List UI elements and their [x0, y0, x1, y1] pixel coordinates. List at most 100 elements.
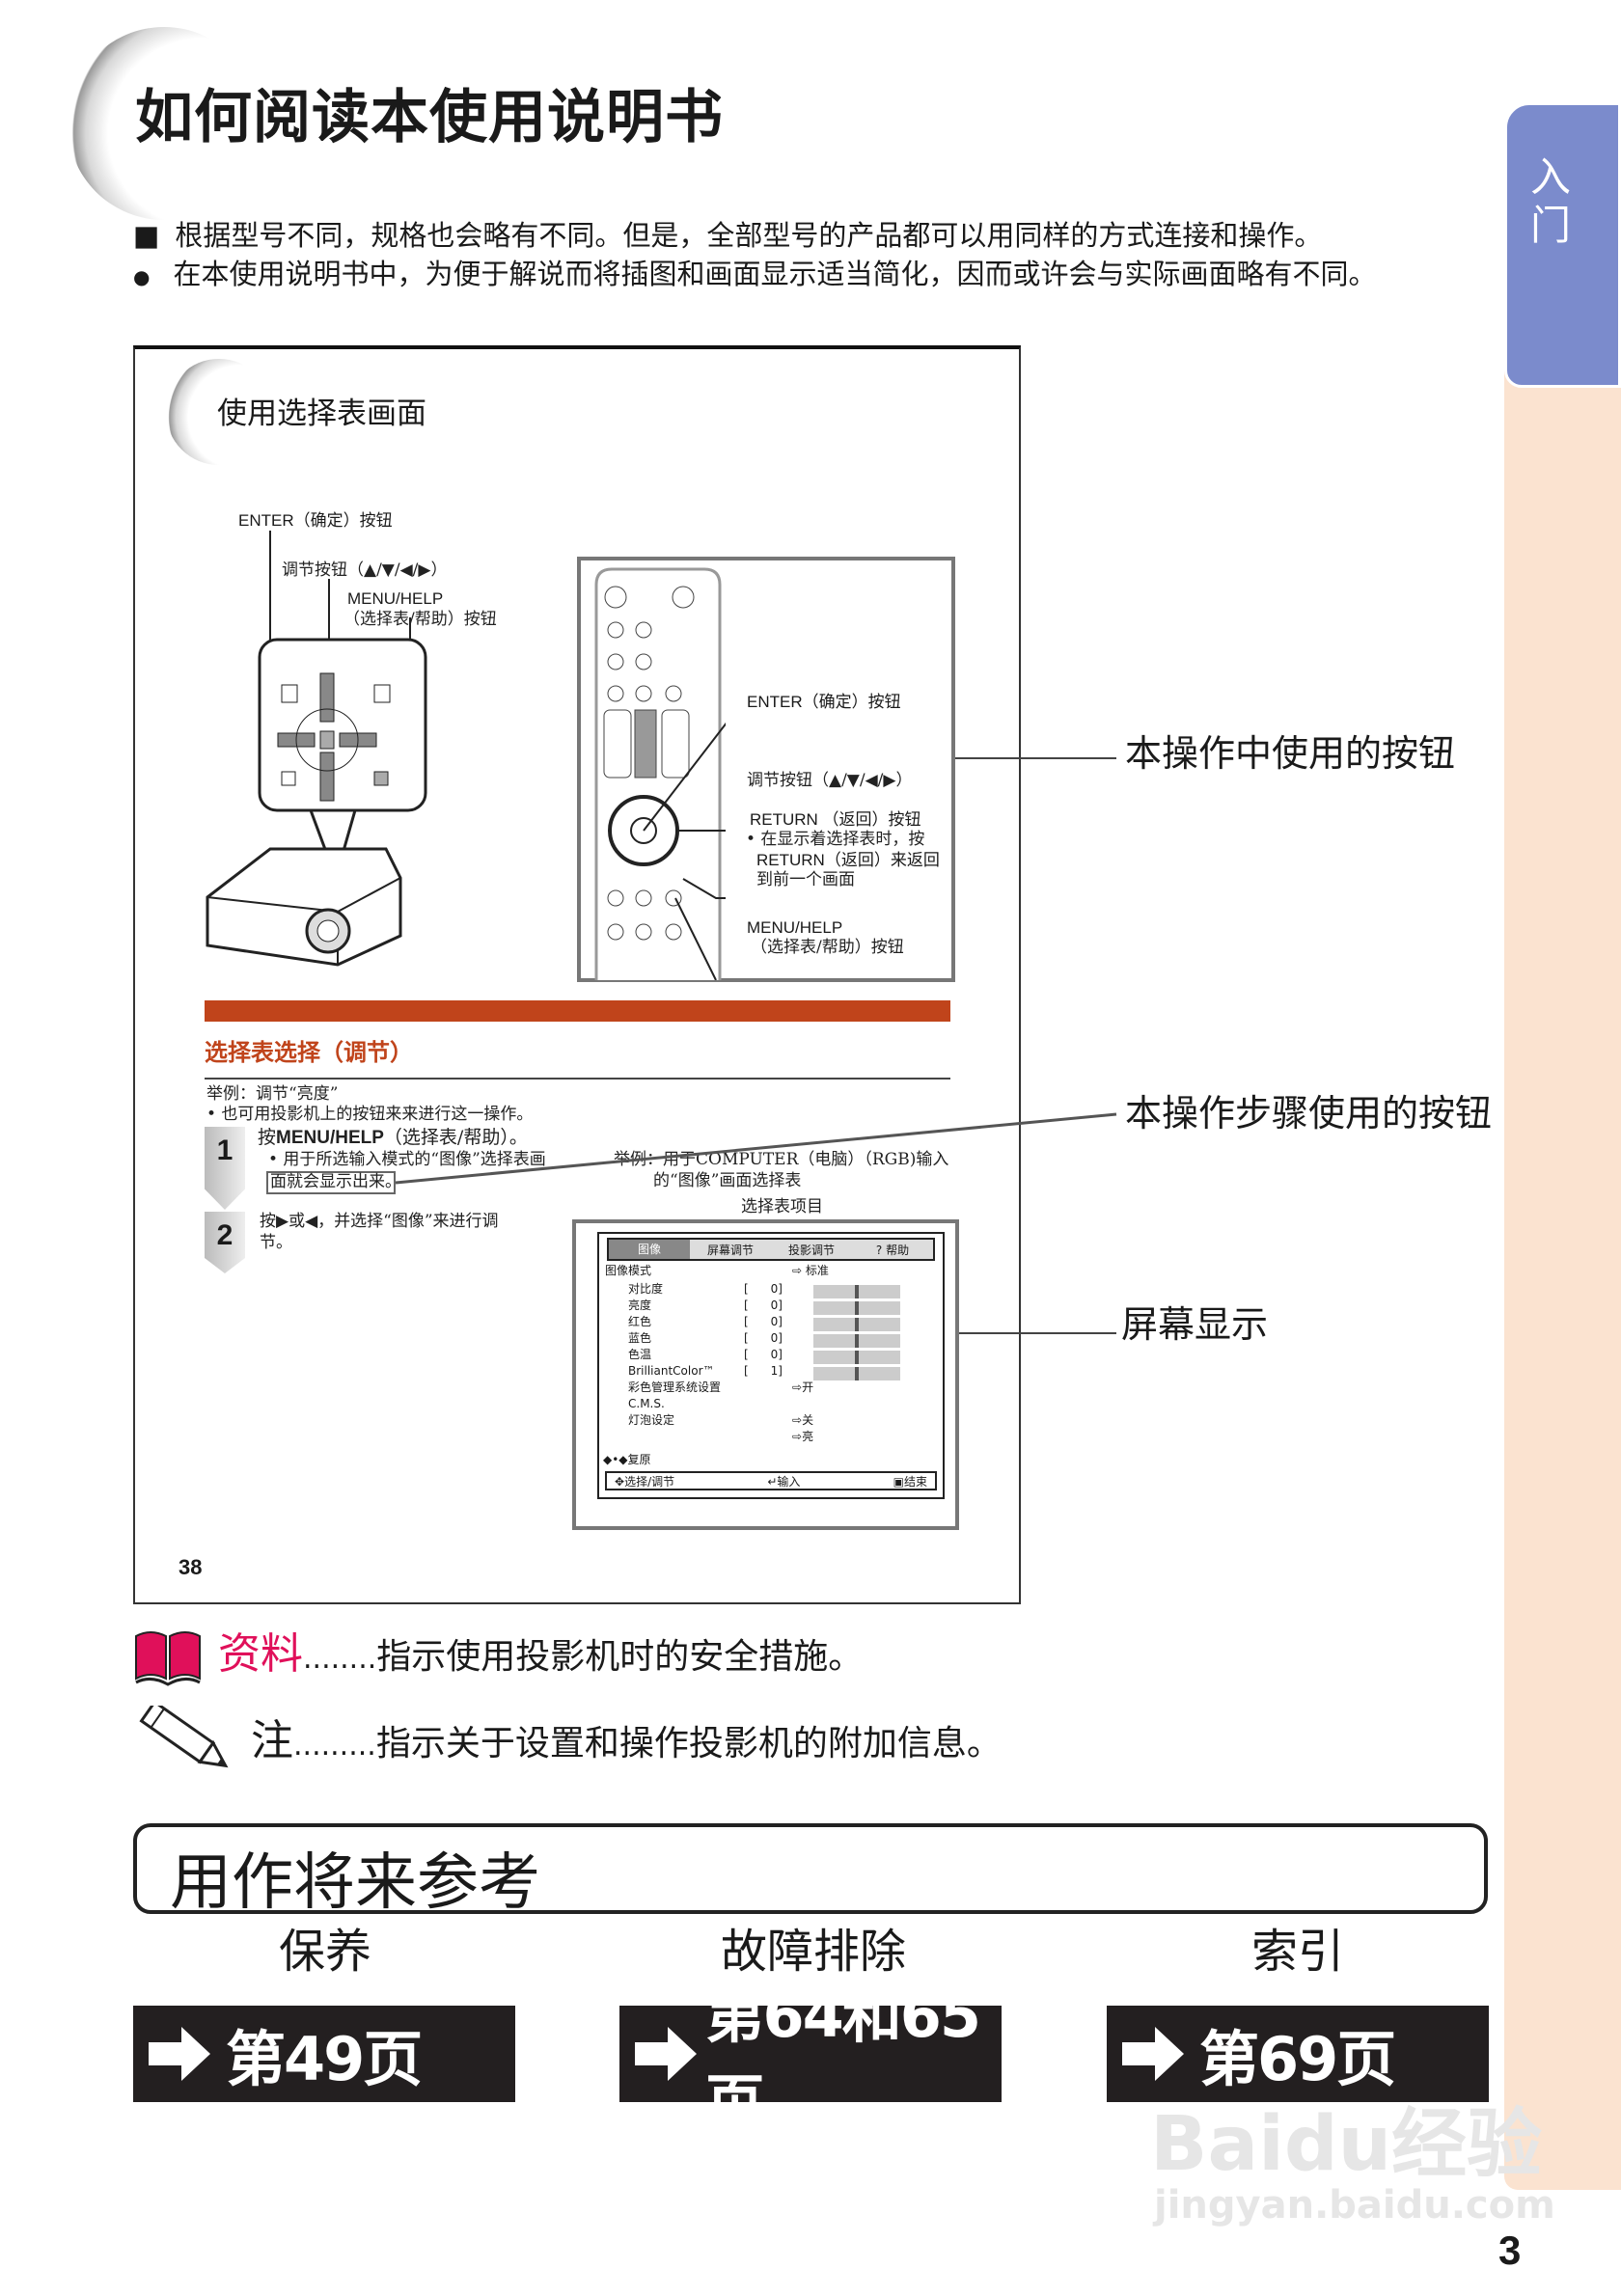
menu-tabs: 图像 屏幕调节 投影调节 ? 帮助 [607, 1238, 935, 1261]
step-2-text: 按▶或◀，并选择“图像”来进行调 [260, 1212, 499, 1231]
menu-screen: 图像 屏幕调节 投影调节 ? 帮助 图像模式 ⇨ 标准 对比度 [ 0] 亮度 … [597, 1232, 945, 1499]
slider-row: 对比度 [628, 1282, 664, 1296]
index-label: 索引 [1250, 1925, 1345, 1979]
picture-mode-label: 图像模式 [605, 1264, 652, 1277]
remote-return-note-3: 到前一个画面 [756, 870, 855, 889]
remote-control-illustration [594, 567, 726, 980]
cms-label: C.M.S. [628, 1397, 665, 1410]
help-icon: ? [875, 1243, 883, 1257]
section-divider [205, 1078, 950, 1080]
chapter-tab-label: 入门 [1529, 153, 1571, 249]
step-1-note: • 用于所选输入模式的“图像”选择表画 [268, 1150, 546, 1169]
intro-line-2: ●在本使用说明书中，为便于解说而将插图和画面显示适当简化，因而或许会与实际画面略… [133, 258, 1377, 290]
callout-line-3 [959, 1332, 1116, 1334]
callout-screen-display: 屏幕显示 [1121, 1303, 1269, 1346]
slider-row: 色温 [628, 1348, 652, 1361]
color-temp-slider[interactable] [813, 1351, 900, 1364]
remote-return-note-1: • 在显示着选择表时，按 [746, 830, 925, 849]
arrow-right-icon [635, 2027, 698, 2081]
cms-setting-label: 彩色管理系统设置 [628, 1380, 722, 1394]
callout-line-1 [955, 757, 1116, 759]
cms-setting-value: ⇨开 [792, 1380, 814, 1394]
maintenance-page-link[interactable]: 第49页 [133, 2006, 515, 2102]
legend-note: 注.........指示关于设置和操作投影机的附加信息。 [251, 1716, 1002, 1765]
menu-items-label: 选择表项目 [741, 1197, 823, 1216]
footer-select: ✥选择/调节 [615, 1474, 675, 1489]
brilliantcolor-slider[interactable] [813, 1367, 900, 1380]
page-title: 如何阅读本使用说明书 [135, 84, 724, 151]
slider-row: 亮度 [628, 1298, 652, 1312]
projector-adjust-label: 调节按钮（▲/▼/◀/▶） [282, 560, 448, 580]
menu-screen-frame [572, 1219, 959, 1530]
example-text: 举例：调节“亮度” [206, 1084, 339, 1104]
callout-line-2 [395, 1112, 1117, 1185]
title-arc-decoration [68, 27, 261, 220]
sample-page-frame [133, 345, 1021, 1604]
contrast-slider[interactable] [813, 1285, 900, 1298]
remote-menu-label-2: （选择表/帮助）按钮 [751, 938, 904, 957]
slider-value: [ 0] [744, 1282, 783, 1296]
slider-row: BrilliantColor™ [628, 1364, 715, 1378]
projector-illustration [206, 531, 427, 967]
section-title: 选择表选择（调节） [205, 1039, 413, 1066]
example-note: • 也可用投影机上的按钮来来进行这一操作。 [206, 1105, 534, 1124]
slider-value: [ 1] [744, 1364, 783, 1378]
menu-tab-projector[interactable]: 投影调节 [787, 1243, 835, 1257]
remote-menu-label: MENU/HELP [747, 918, 843, 937]
step-1-text: 按MENU/HELP（选择表/帮助）。 [258, 1127, 528, 1148]
step-2-text-2: 节。 [260, 1233, 292, 1252]
step-1-note-highlight: 面就会显示出来。 [266, 1171, 401, 1194]
slider-row: 红色 [628, 1315, 652, 1328]
menu-tab-picture[interactable]: 图像 [609, 1240, 690, 1259]
lamp-label: 灯泡设定 [628, 1413, 675, 1427]
future-reference-box: 用作将来参考 [133, 1823, 1488, 1919]
blue-slider[interactable] [813, 1334, 900, 1348]
troubleshooting-label: 故障排除 [720, 1925, 907, 1979]
chapter-tab[interactable]: 入门 [1504, 102, 1621, 388]
sample-subtitle: 使用选择表画面 [217, 396, 426, 431]
remote-illustration-frame [577, 557, 955, 982]
brightness-slider[interactable] [813, 1301, 900, 1315]
arrow-right-icon [1122, 2027, 1190, 2081]
menu-footer: ✥选择/调节 ↵输入 ▣结束 [605, 1471, 937, 1490]
index-page-link[interactable]: 第69页 [1107, 2006, 1489, 2102]
reset-item[interactable]: ◆•◆复原 [603, 1453, 651, 1466]
slider-row: 蓝色 [628, 1331, 652, 1345]
lamp-value-2: ⇨亮 [792, 1430, 814, 1443]
intro-line-1: ■根据型号不同，规格也会略有不同。但是，全部型号的产品都可以用同样的方式连接和操… [133, 219, 1323, 252]
arrow-right-icon [149, 2027, 216, 2081]
watermark-logo: Baidu经验 [1150, 2101, 1543, 2188]
remote-enter-label: ENTER（确定）按钮 [747, 693, 901, 711]
lamp-value-1: ⇨关 [792, 1413, 814, 1427]
slider-value: [ 0] [744, 1331, 783, 1345]
slider-value: [ 0] [744, 1348, 783, 1361]
projector-enter-label: ENTER（确定）按钮 [238, 511, 393, 530]
book-icon [135, 1631, 201, 1686]
page-number: 3 [1498, 2228, 1522, 2273]
callout-buttons-used: 本操作中使用的按钮 [1125, 732, 1456, 775]
step-1-marker: 1 [205, 1127, 245, 1210]
red-slider[interactable] [813, 1318, 900, 1331]
side-strip [1504, 367, 1621, 2190]
screen-caption-2: 的“图像”画面选择表 [653, 1171, 802, 1190]
legend-reference: 资料........指示使用投影机时的安全措施。 [218, 1629, 864, 1679]
remote-adjust-label: 调节按钮（▲/▼/◀/▶） [747, 771, 913, 790]
remote-return-note-2: RETURN（返回）来返回 [756, 851, 940, 869]
section-color-bar [205, 1000, 950, 1022]
slider-value: [ 0] [744, 1315, 783, 1328]
projector-menu-label: MENU/HELP [347, 589, 444, 608]
remote-return-label: RETURN （返回）按钮 [750, 810, 921, 829]
footer-end: ▣结束 [893, 1474, 927, 1489]
slider-value: [ 0] [744, 1298, 783, 1312]
maintenance-label: 保养 [278, 1925, 372, 1979]
pencil-icon [139, 1706, 229, 1768]
watermark-url: jingyan.baidu.com [1154, 2183, 1555, 2228]
callout-step-buttons: 本操作步骤使用的按钮 [1125, 1092, 1493, 1134]
footer-enter: ↵输入 [767, 1474, 801, 1489]
menu-tab-help[interactable]: ? 帮助 [875, 1243, 910, 1257]
troubleshooting-page-link[interactable]: 第64和65页 [619, 1981, 1002, 2138]
projector-menu-label-2: （选择表/帮助）按钮 [343, 610, 497, 629]
sample-page-number: 38 [179, 1555, 203, 1579]
subtitle-arc-decoration [166, 359, 272, 465]
menu-tab-screen[interactable]: 屏幕调节 [706, 1243, 754, 1257]
